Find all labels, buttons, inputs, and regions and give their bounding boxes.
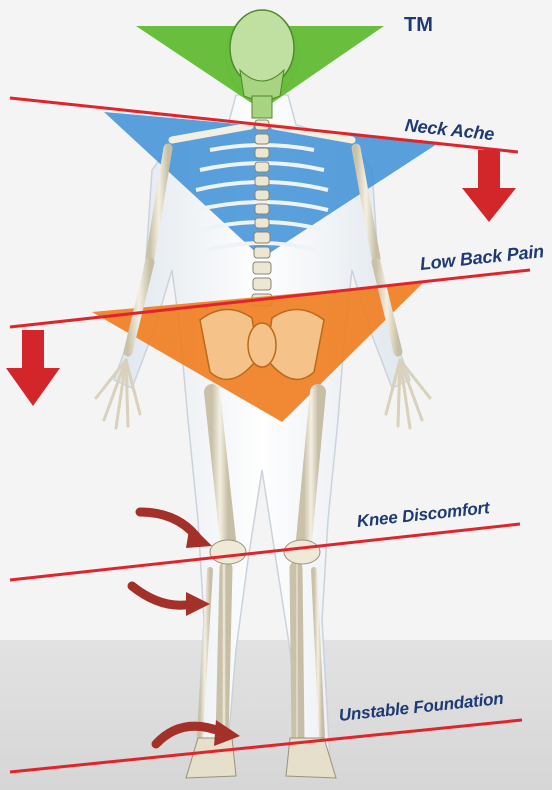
down-arrow-left [6, 330, 60, 406]
knee-level-line [10, 524, 520, 580]
down-arrow-right [462, 150, 516, 222]
foot-bones [186, 738, 336, 778]
curved-arrow-knee-upper [140, 512, 196, 536]
trademark-symbol: TM [404, 14, 433, 37]
foundation-level-line [10, 720, 522, 772]
curved-arrow-knee-lower [132, 586, 192, 605]
